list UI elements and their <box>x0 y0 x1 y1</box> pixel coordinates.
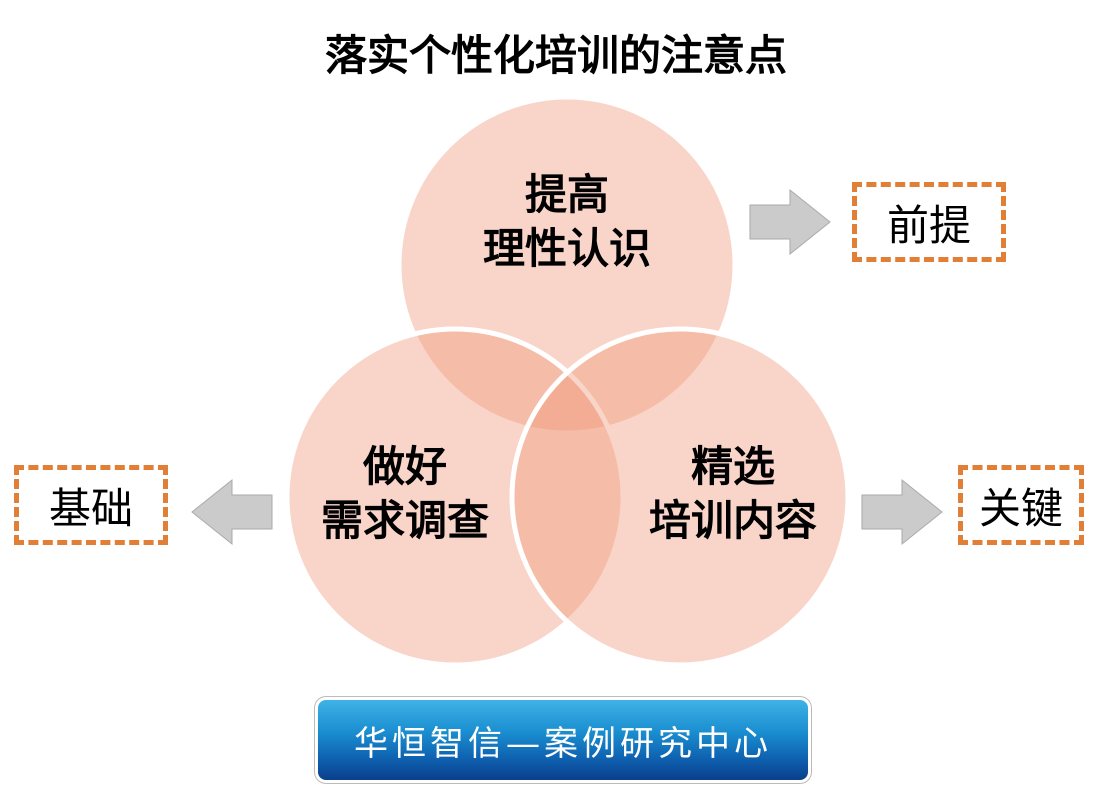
circle-top-line1: 提高 <box>524 170 609 219</box>
page-title: 落实个性化培训的注意点 <box>324 31 787 80</box>
circle-top-line2: 理性认识 <box>482 224 651 273</box>
circle-left-line1: 做好 <box>362 442 447 491</box>
circle-right-line1: 精选 <box>690 442 775 491</box>
arrow-right-top <box>749 188 831 256</box>
banner-research-center: 华恒智信—案例研究中心 <box>318 700 808 780</box>
arrow-right-bottom <box>861 478 943 546</box>
circle-left-label: 做好 需求调查 <box>275 440 535 548</box>
arrow-left <box>191 478 273 546</box>
box-premise: 前提 <box>852 182 1006 262</box>
box-foundation: 基础 <box>14 465 168 545</box>
circle-left-line2: 需求调查 <box>320 496 489 545</box>
circle-right <box>509 326 851 668</box>
circle-left <box>284 326 626 668</box>
circle-top <box>396 94 738 436</box>
box-key: 关键 <box>958 465 1084 545</box>
circle-right-line2: 培训内容 <box>648 496 817 545</box>
circle-top-label: 提高 理性认识 <box>437 168 697 276</box>
circle-right-label: 精选 培训内容 <box>603 440 863 548</box>
